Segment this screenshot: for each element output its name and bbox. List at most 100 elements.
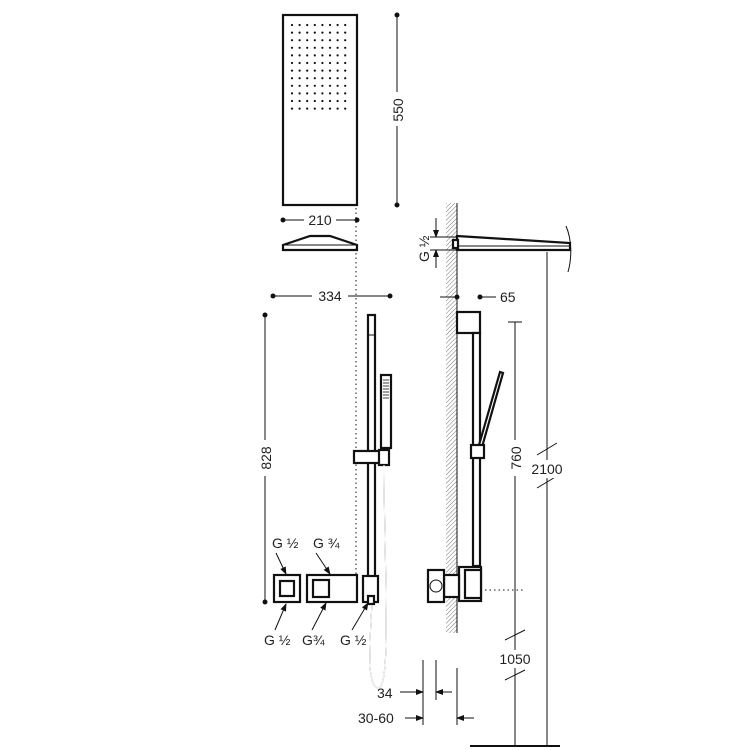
- nozzle-dot: [298, 69, 301, 72]
- nozzle-dot: [313, 54, 316, 57]
- nozzle-dot: [313, 23, 316, 27]
- nozzle-dot: [328, 107, 332, 110]
- nozzle-dot: [321, 107, 324, 110]
- nozzle-dot: [290, 31, 294, 34]
- thread-label: G ¾: [313, 535, 340, 551]
- nozzle-dot: [298, 107, 301, 110]
- dimension-334: 334: [270, 287, 393, 305]
- dimension-760: 760: [506, 321, 524, 590]
- nozzle-dot: [298, 46, 301, 49]
- thread-labels: G ½ G ¾ G ½ G¾ G ½: [264, 535, 369, 648]
- dimension-label: 30-60: [358, 710, 394, 726]
- dimension-label: 760: [508, 446, 524, 470]
- dimension-label: 2100: [531, 461, 562, 477]
- nozzle-dot: [344, 39, 347, 42]
- nozzle-dot: [344, 23, 347, 27]
- nozzle-dot: [336, 107, 339, 110]
- nozzle-dot: [306, 61, 309, 65]
- nozzle-dot: [313, 92, 316, 95]
- nozzle-dot: [328, 31, 332, 34]
- dimension-label: 550: [390, 98, 406, 122]
- nozzle-dot: [344, 69, 347, 72]
- nozzle-dot: [344, 84, 347, 87]
- nozzle-dot: [344, 77, 347, 80]
- nozzle-dot: [321, 23, 324, 27]
- nozzle-dot: [336, 92, 339, 95]
- nozzle-dot: [290, 99, 294, 103]
- nozzle-dot: [344, 54, 347, 57]
- thread-label: G ½: [340, 632, 367, 648]
- nozzle-dot: [298, 39, 301, 42]
- nozzle-dot: [306, 31, 309, 34]
- nozzle-grid: [290, 23, 347, 110]
- dimension-label: 210: [308, 212, 332, 228]
- nozzle-dot: [336, 23, 339, 27]
- nozzle-dot: [336, 77, 339, 80]
- nozzle-dot: [336, 84, 339, 87]
- nozzle-dot: [313, 99, 316, 103]
- nozzle-dot: [344, 61, 347, 65]
- nozzle-dot: [298, 61, 301, 65]
- nozzle-dot: [313, 77, 316, 80]
- thread-label: G ½: [416, 235, 432, 262]
- nozzle-dot: [313, 61, 316, 65]
- nozzle-dot: [344, 46, 347, 49]
- nozzle-dot: [290, 54, 294, 57]
- nozzle-dot: [321, 99, 324, 103]
- nozzle-dot: [344, 31, 347, 34]
- nozzle-dot: [313, 46, 316, 49]
- nozzle-dot: [321, 92, 324, 95]
- nozzle-dot: [290, 77, 294, 80]
- nozzle-dot: [328, 61, 332, 65]
- nozzle-dot: [336, 61, 339, 65]
- nozzle-dot: [321, 69, 324, 72]
- nozzle-dot: [306, 39, 309, 42]
- nozzle-dot: [336, 46, 339, 49]
- dimension-label: 1050: [499, 651, 530, 667]
- nozzle-dot: [313, 69, 316, 72]
- nozzle-dot: [328, 69, 332, 72]
- dimension-210: 210: [280, 211, 360, 229]
- thread-label: G ½: [272, 535, 299, 551]
- dimension-828: 828: [256, 312, 274, 605]
- nozzle-dot: [306, 54, 309, 57]
- nozzle-dot: [298, 54, 301, 57]
- nozzle-dot: [298, 99, 301, 103]
- nozzle-dot: [306, 92, 309, 95]
- nozzle-dot: [306, 99, 309, 103]
- nozzle-dot: [290, 69, 294, 72]
- thread-label: G ½: [264, 632, 291, 648]
- nozzle-dot: [321, 39, 324, 42]
- nozzle-dot: [313, 107, 316, 110]
- nozzle-dot: [328, 54, 332, 57]
- nozzle-dot: [336, 54, 339, 57]
- nozzle-dot: [306, 84, 309, 87]
- dimension-label: 334: [318, 288, 342, 304]
- nozzle-dot: [328, 84, 332, 87]
- nozzle-dot: [306, 23, 309, 27]
- nozzle-dot: [321, 46, 324, 49]
- nozzle-dot: [336, 31, 339, 34]
- nozzle-dot: [298, 77, 301, 80]
- dimension-2100: 2100: [526, 252, 568, 745]
- nozzle-dot: [306, 69, 309, 72]
- nozzle-dot: [298, 23, 301, 27]
- nozzle-dot: [328, 92, 332, 95]
- nozzle-dot: [321, 77, 324, 80]
- nozzle-dot: [328, 99, 332, 103]
- nozzle-dot: [336, 99, 339, 103]
- nozzle-dot: [321, 84, 324, 87]
- nozzle-dot: [344, 92, 347, 95]
- nozzle-dot: [298, 92, 301, 95]
- nozzle-dot: [321, 31, 324, 34]
- nozzle-dot: [328, 39, 332, 42]
- nozzle-dot: [306, 107, 309, 110]
- dimension-34: 34: [377, 660, 458, 725]
- slide-rail-side: [426, 310, 505, 604]
- nozzle-dot: [313, 31, 316, 34]
- dimension-label: 65: [500, 289, 516, 305]
- nozzle-dot: [344, 99, 347, 103]
- nozzle-dot: [290, 39, 294, 42]
